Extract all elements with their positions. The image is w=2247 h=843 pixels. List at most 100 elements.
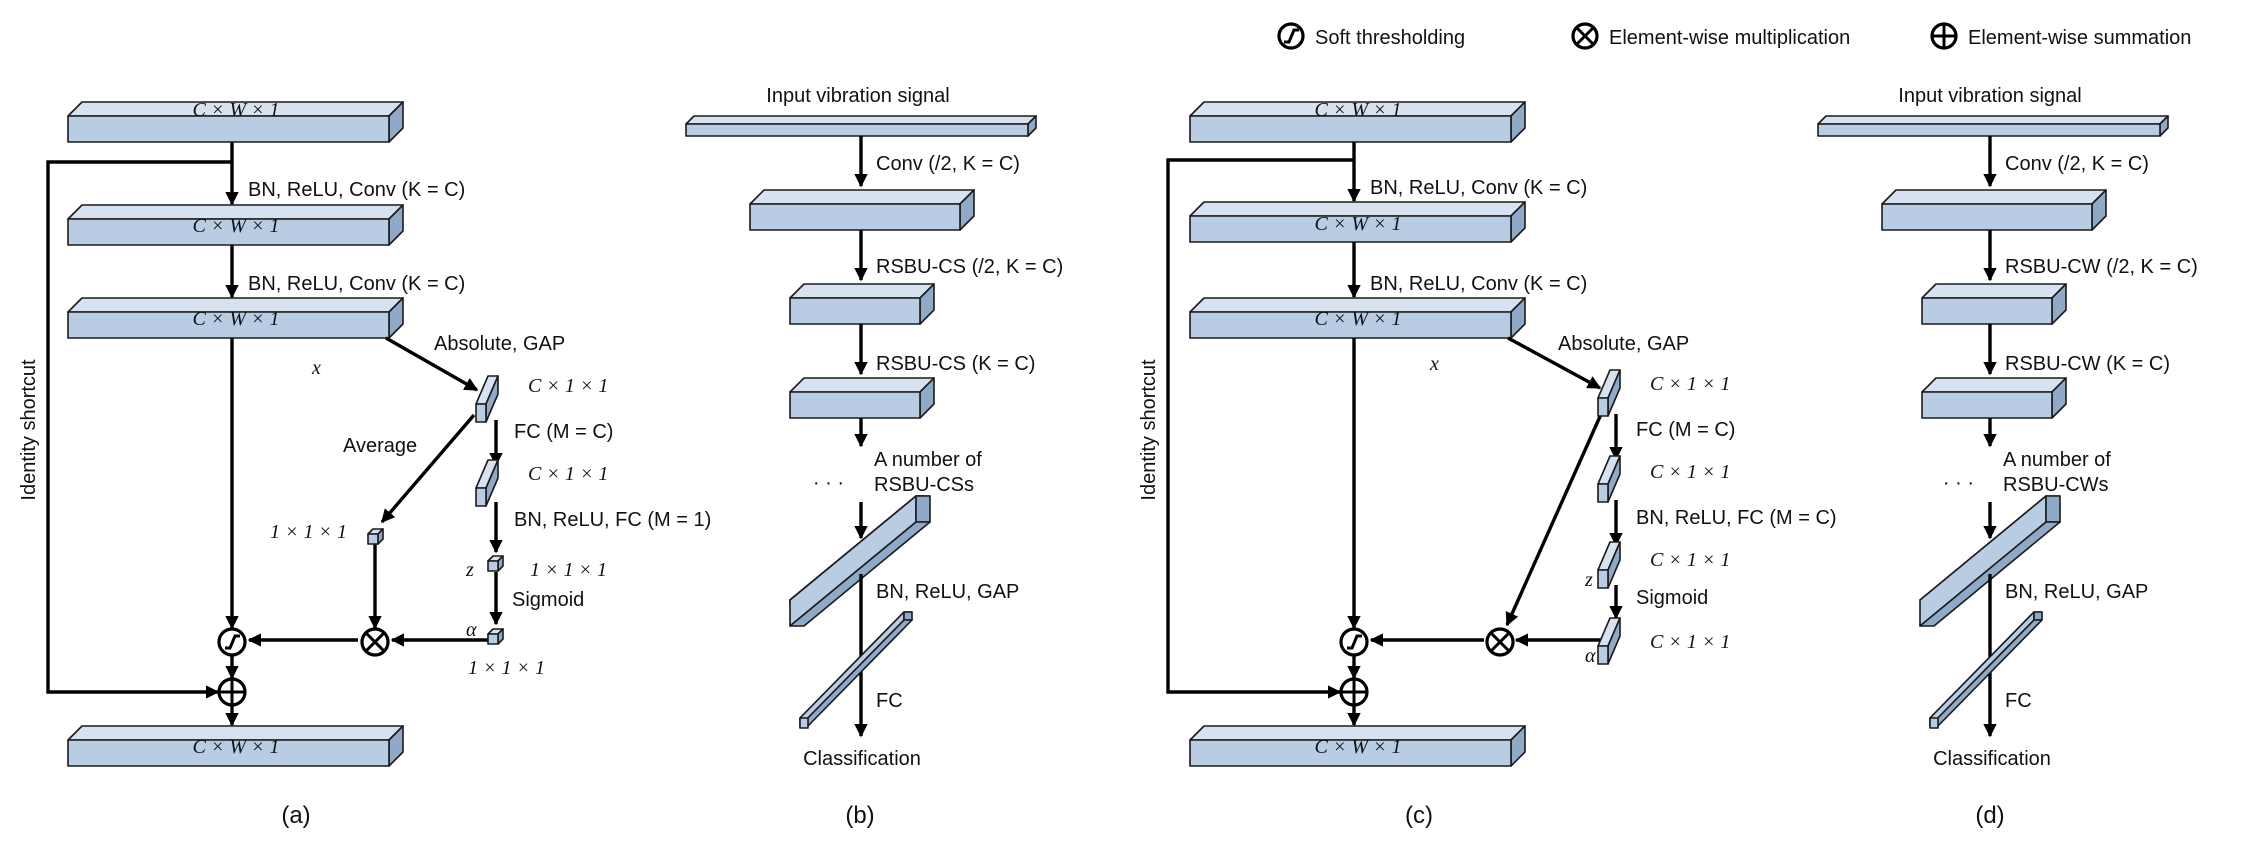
caption-b: (b) xyxy=(845,802,874,829)
b-input-label: Input vibration signal xyxy=(766,85,949,107)
vector-a-gap xyxy=(475,375,499,423)
legend-soft-label: Soft thresholding xyxy=(1315,27,1465,49)
summation-icon xyxy=(1930,22,1958,50)
c-abs-gap: Absolute, GAP xyxy=(1558,333,1689,355)
a-alpha: α xyxy=(466,619,477,641)
b-block-3 xyxy=(789,377,935,419)
block-c2 xyxy=(1189,201,1526,243)
d-rsbu-1: RSBU-CW (/2, K = C) xyxy=(2005,256,2198,278)
block-c4-label: C × W × 1 xyxy=(1315,736,1402,758)
vector-a-fc xyxy=(475,459,499,507)
scalar-a-alpha xyxy=(487,628,504,645)
b-conv: Conv (/2, K = C) xyxy=(876,153,1020,175)
a-identity-label: Identity shortcut xyxy=(18,359,40,501)
a-one-1: 1 × 1 × 1 xyxy=(270,521,347,543)
sum-op-a xyxy=(217,677,247,707)
caption-d: (d) xyxy=(1975,802,2004,829)
block-a1 xyxy=(67,101,404,143)
c-sigmoid: Sigmoid xyxy=(1636,587,1708,609)
b-bn-gap: BN, ReLU, GAP xyxy=(876,581,1019,603)
b-fc-block xyxy=(799,611,913,729)
b-classification: Classification xyxy=(803,748,921,770)
c-c11-1: C × 1 × 1 xyxy=(1650,373,1730,395)
d-input-block xyxy=(1817,115,2169,137)
d-number-1: A number of xyxy=(2003,449,2111,471)
caption-c: (c) xyxy=(1405,802,1433,829)
panel-d: Input vibration signal Conv (/2, K = C) … xyxy=(1817,85,2198,829)
block-c2-label: C × W × 1 xyxy=(1315,213,1402,235)
c-bn-fc: BN, ReLU, FC (M = C) xyxy=(1636,507,1837,529)
a-abs-gap: Absolute, GAP xyxy=(434,333,565,355)
b-block-2 xyxy=(789,283,935,325)
block-a3 xyxy=(67,297,404,339)
c-bn-conv-2: BN, ReLU, Conv (K = C) xyxy=(1370,273,1587,295)
sum-op-c xyxy=(1339,677,1369,707)
a-one-2: 1 × 1 × 1 xyxy=(530,559,607,581)
c-c11-3: C × 1 × 1 xyxy=(1650,549,1730,571)
d-rsbu-2: RSBU-CW (K = C) xyxy=(2005,353,2170,375)
caption-a: (a) xyxy=(281,802,310,829)
b-fc: FC xyxy=(876,690,903,712)
d-block-2 xyxy=(1921,283,2067,325)
soft-thresholding-icon xyxy=(1277,22,1305,50)
c-c11-4: C × 1 × 1 xyxy=(1650,631,1730,653)
b-input-block xyxy=(685,115,1037,137)
a-fc: FC (M = C) xyxy=(514,421,613,443)
legend: Soft thresholding Element-wise multiplic… xyxy=(1277,22,2191,50)
vector-c-fc xyxy=(1597,455,1621,503)
d-block-3 xyxy=(1921,377,2067,419)
b-number-1: A number of xyxy=(874,449,982,471)
b-block-1 xyxy=(749,189,975,231)
c-bn-conv-1: BN, ReLU, Conv (K = C) xyxy=(1370,177,1587,199)
block-a2-label: C × W × 1 xyxy=(193,215,280,237)
b-rsbu-2: RSBU-CS (K = C) xyxy=(876,353,1035,375)
block-c3 xyxy=(1189,297,1526,339)
block-c4 xyxy=(1189,725,1526,767)
legend-mult-label: Element-wise multiplication xyxy=(1609,27,1850,49)
multiply-op-c xyxy=(1485,627,1515,657)
b-number-2: RSBU-CSs xyxy=(874,474,974,496)
panel-a: C × W × 1 C × W × 1 C × W × 1 C × W × 1 xyxy=(18,99,711,829)
a-c11-2: C × 1 × 1 xyxy=(528,463,608,485)
block-a3-label: C × W × 1 xyxy=(193,308,280,330)
d-input-label: Input vibration signal xyxy=(1898,85,2081,107)
block-a2 xyxy=(67,204,404,246)
block-a1-label: C × W × 1 xyxy=(193,99,280,121)
legend-sum-label: Element-wise summation xyxy=(1968,27,2191,49)
b-dots: · · · xyxy=(813,472,844,494)
scalar-a-avg xyxy=(367,528,384,545)
block-c3-label: C × W × 1 xyxy=(1315,308,1402,330)
a-z: z xyxy=(465,559,474,581)
block-c1-label: C × W × 1 xyxy=(1315,99,1402,121)
a-bn-conv-1: BN, ReLU, Conv (K = C) xyxy=(248,179,465,201)
c-x-label: x xyxy=(1429,353,1439,375)
vector-c-gap xyxy=(1597,369,1621,417)
block-c1 xyxy=(1189,101,1526,143)
multiply-op-a xyxy=(360,627,390,657)
scalar-a-z xyxy=(487,555,504,572)
c-fc: FC (M = C) xyxy=(1636,419,1735,441)
c-z: z xyxy=(1584,569,1593,591)
soft-threshold-op-a xyxy=(217,627,247,657)
a-average: Average xyxy=(343,435,417,457)
c-c11-2: C × 1 × 1 xyxy=(1650,461,1730,483)
d-conv: Conv (/2, K = C) xyxy=(2005,153,2149,175)
a-bn-conv-2: BN, ReLU, Conv (K = C) xyxy=(248,273,465,295)
d-dots: · · · xyxy=(1943,472,1974,494)
c-identity-label: Identity shortcut xyxy=(1138,359,1160,501)
a-x-label: x xyxy=(311,357,321,379)
a-c11-1: C × 1 × 1 xyxy=(528,375,608,397)
soft-threshold-op-c xyxy=(1339,627,1369,657)
a-bn-fc: BN, ReLU, FC (M = 1) xyxy=(514,509,711,531)
block-a4 xyxy=(67,725,404,767)
a-one-3: 1 × 1 × 1 xyxy=(468,657,545,679)
vector-c-z xyxy=(1597,541,1621,589)
d-classification: Classification xyxy=(1933,748,2051,770)
d-block-1 xyxy=(1881,189,2107,231)
c-alpha: α xyxy=(1585,645,1596,667)
d-bn-gap: BN, ReLU, GAP xyxy=(2005,581,2148,603)
a-sigmoid: Sigmoid xyxy=(512,589,584,611)
block-a4-label: C × W × 1 xyxy=(193,736,280,758)
b-rsbu-1: RSBU-CS (/2, K = C) xyxy=(876,256,1063,278)
